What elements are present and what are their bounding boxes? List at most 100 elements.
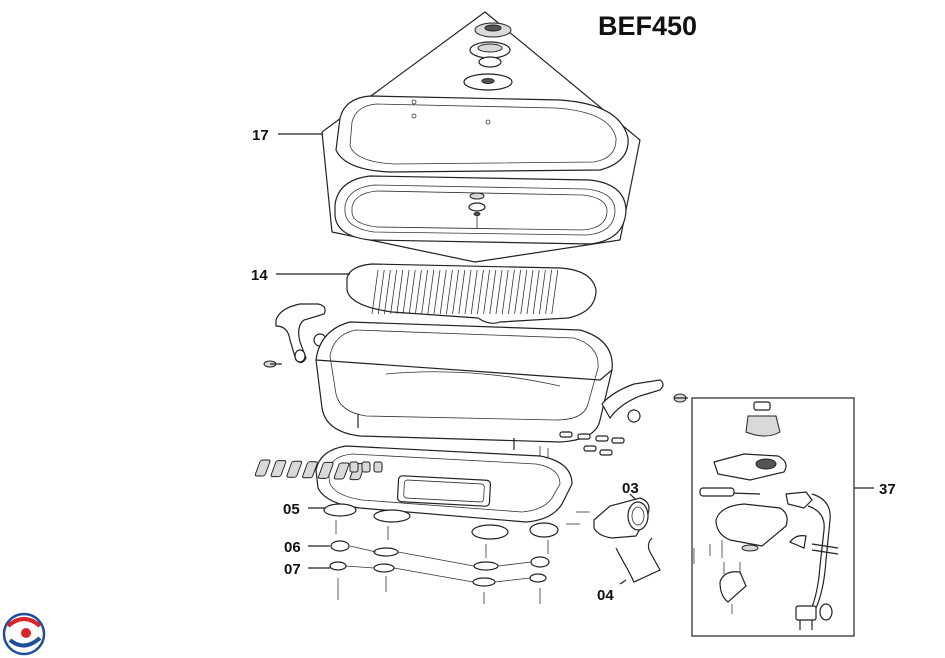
lid-knob-base [478, 56, 502, 68]
pad-07-a [329, 561, 347, 571]
grill-ridge [539, 269, 546, 315]
base-housing [254, 445, 573, 523]
power-cord [811, 493, 831, 609]
model-title: BEF450 [598, 11, 697, 41]
pad-06-c [473, 561, 499, 571]
base-vent-slot [286, 460, 303, 478]
grill-ridge [384, 269, 391, 315]
pad-07-b [373, 563, 395, 573]
grill-ridge [501, 269, 509, 315]
pad-06-a [330, 540, 350, 552]
lid-knob-ring-inner [477, 43, 503, 53]
base-vent-slot [302, 461, 318, 479]
lid-group-outline [321, 11, 641, 263]
grill-plate [346, 263, 597, 324]
foot-05-d [529, 522, 559, 538]
grill-ridge [464, 269, 472, 315]
grill-ridge [408, 269, 416, 315]
lid-screw-nut [468, 202, 486, 212]
wire-stand [615, 537, 661, 583]
controller-knob [745, 415, 781, 437]
glass-lid [335, 95, 629, 173]
pan-body [263, 303, 688, 462]
grill-ridge [415, 269, 422, 315]
base-vent-slot [349, 461, 359, 473]
foot-05-a [323, 503, 357, 517]
lid-screw-washer [469, 192, 485, 200]
base-vent-slot [317, 461, 334, 479]
left-handle-nut [294, 349, 306, 363]
grill-ridge [532, 269, 540, 315]
pad-06-b [373, 547, 399, 557]
lid-knob-washer-hole [481, 78, 495, 84]
leader-03 [629, 493, 637, 501]
base-vent-slot [270, 460, 287, 478]
controller-housing [715, 503, 788, 547]
grill-ridge [514, 269, 521, 315]
part-label-04: 04 [597, 587, 614, 604]
glass-lid-inner-edge [349, 103, 617, 165]
grill-ridge [508, 269, 515, 315]
logo-swoosh-red [6, 617, 42, 628]
grill-ridge [470, 269, 478, 315]
pan-inner-wall [329, 329, 599, 421]
pan-rim-edge [315, 359, 613, 381]
logo-swoosh-blue [8, 636, 42, 648]
socket-bracket [566, 497, 650, 539]
grill-plate-body [346, 263, 597, 324]
base-vent-slot [333, 462, 350, 480]
part-label-14: 14 [251, 267, 268, 284]
base-vent-slot [254, 459, 271, 477]
grill-ridge [458, 269, 466, 315]
part-label-37: 37 [879, 481, 896, 498]
part-label-05: 05 [283, 501, 300, 518]
grill-ridge [452, 269, 459, 315]
grill-ridge [551, 269, 559, 315]
grill-ridge [495, 269, 503, 315]
foot-05-b [373, 509, 411, 523]
controller-assembly [691, 397, 855, 637]
grill-ridge [489, 269, 497, 315]
part-label-07: 07 [284, 561, 301, 578]
controller-box [691, 397, 855, 637]
controller-cover [713, 453, 787, 481]
grill-ridge [427, 269, 435, 315]
grill-ridge [371, 269, 379, 315]
part-label-03: 03 [622, 480, 639, 497]
base-vent-slot [361, 461, 371, 473]
part-label-17: 17 [252, 127, 269, 144]
pad-07-c [472, 577, 496, 587]
grill-ridge [377, 269, 385, 315]
brand-logo [2, 612, 46, 656]
base-vent-slot [373, 461, 383, 473]
grill-ridge [433, 269, 441, 315]
power-plug [795, 605, 817, 621]
bracket-socket [627, 501, 649, 531]
lid-assembly [321, 11, 641, 263]
leader-04 [619, 579, 627, 585]
connector-pins [539, 431, 625, 462]
foot-05-c [471, 524, 509, 540]
pad-07-d [529, 573, 547, 583]
grill-ridge [396, 269, 404, 315]
grill-ridge [446, 269, 453, 315]
grill-ridge [402, 269, 410, 315]
logo-center [21, 628, 31, 638]
part-label-06: 06 [284, 539, 301, 556]
lid-knob-cap [484, 24, 502, 32]
left-handle [275, 303, 326, 364]
grill-ridge [477, 269, 484, 315]
grill-ridge [545, 269, 552, 315]
base-vents [254, 459, 383, 481]
controller-bottom-shell [719, 571, 747, 603]
right-handle-nut [627, 409, 641, 423]
grill-ridges [371, 269, 559, 315]
feet-set [323, 503, 559, 604]
right-handle [601, 379, 664, 420]
controller-knob-top [753, 401, 771, 411]
pan-outer [315, 321, 613, 443]
grill-ridge [483, 269, 490, 315]
grill-ridge [421, 269, 428, 315]
grill-ridge [520, 269, 528, 315]
